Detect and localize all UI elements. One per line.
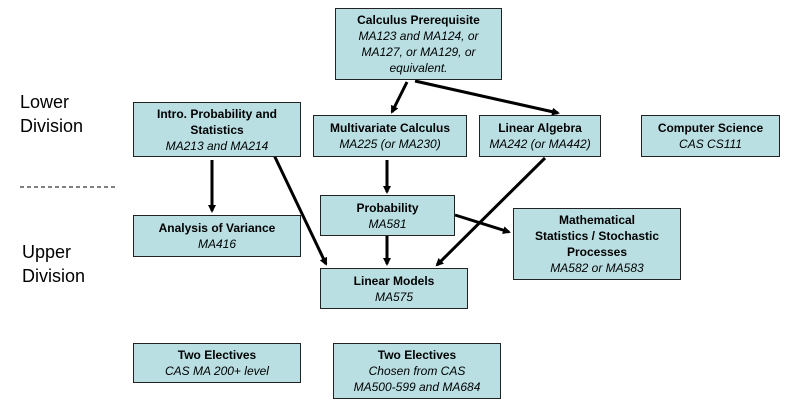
course-probability: Probability MA581	[320, 195, 455, 236]
course-electives-lower: Two Electives CAS MA 200+ level	[133, 343, 301, 383]
course-code: MA242 (or MA442)	[489, 137, 591, 151]
course-electives-upper: Two Electives Chosen from CAS MA500-599 …	[333, 343, 501, 399]
course-title: Two Electives	[177, 348, 257, 362]
course-code: CAS CS111	[679, 137, 742, 151]
arrow-probability-to-math-stats	[454, 213, 511, 235]
course-title: Statistics	[190, 122, 244, 137]
course-code: Chosen from CAS	[368, 364, 466, 378]
course-code: MA416	[197, 237, 237, 251]
upper-label-line2: Division	[22, 266, 86, 286]
course-analysis-of-variance: Analysis of Variance MA416	[133, 215, 301, 257]
course-title: Intro. Probability and	[156, 106, 277, 121]
course-math-statistics: Mathematical Statistics / Stochastic Pro…	[513, 208, 681, 280]
course-code: MA582 or MA583	[550, 261, 644, 275]
course-title: Processes	[566, 245, 628, 259]
course-calculus-prerequisite: Calculus Prerequisite MA123 and MA124, o…	[335, 8, 502, 80]
course-title: Mathematical	[558, 213, 636, 227]
course-title: Calculus Prerequisite	[357, 13, 480, 27]
lower-label-line2: Division	[20, 116, 84, 136]
course-code: equivalent.	[389, 61, 448, 75]
arrow-intro-to-linear-models	[272, 154, 328, 266]
course-title: Probability	[356, 200, 419, 215]
course-title: Analysis of Variance	[158, 221, 276, 235]
course-code: MA123 and MA124, or	[358, 29, 479, 43]
course-code: MA500-599 and MA684	[353, 380, 481, 394]
upper-label-line1: Upper	[22, 242, 72, 262]
course-code: MA581	[368, 216, 407, 231]
course-title: Statistics / Stochastic	[534, 229, 660, 243]
course-intro-probability: Intro. Probability and Statistics MA213 …	[133, 102, 301, 157]
course-code: MA127, or MA129, or	[361, 45, 476, 59]
course-title: Linear Algebra	[498, 121, 582, 135]
course-title: Computer Science	[657, 121, 764, 135]
arrow-calculus-to-multivariate	[390, 81, 409, 114]
course-linear-algebra: Linear Algebra MA242 (or MA442)	[479, 115, 601, 157]
course-linear-models: Linear Models MA575	[320, 268, 468, 309]
course-code: MA225 (or MA230)	[339, 137, 441, 151]
course-title: Multivariate Calculus	[329, 121, 451, 135]
course-computer-science: Computer Science CAS CS111	[641, 115, 780, 157]
arrow-linear-algebra-to-linear-models	[435, 156, 547, 267]
course-code: CAS MA 200+ level	[165, 364, 269, 378]
arrow-calculus-to-linear-algebra	[414, 79, 560, 116]
course-title: Two Electives	[377, 348, 457, 362]
course-title: Linear Models	[353, 273, 435, 288]
lower-label-line1: Lower	[20, 92, 70, 112]
course-multivariate-calculus: Multivariate Calculus MA225 (or MA230)	[313, 115, 467, 157]
course-code: MA575	[374, 289, 414, 304]
course-code: MA213 and MA214	[165, 138, 269, 153]
